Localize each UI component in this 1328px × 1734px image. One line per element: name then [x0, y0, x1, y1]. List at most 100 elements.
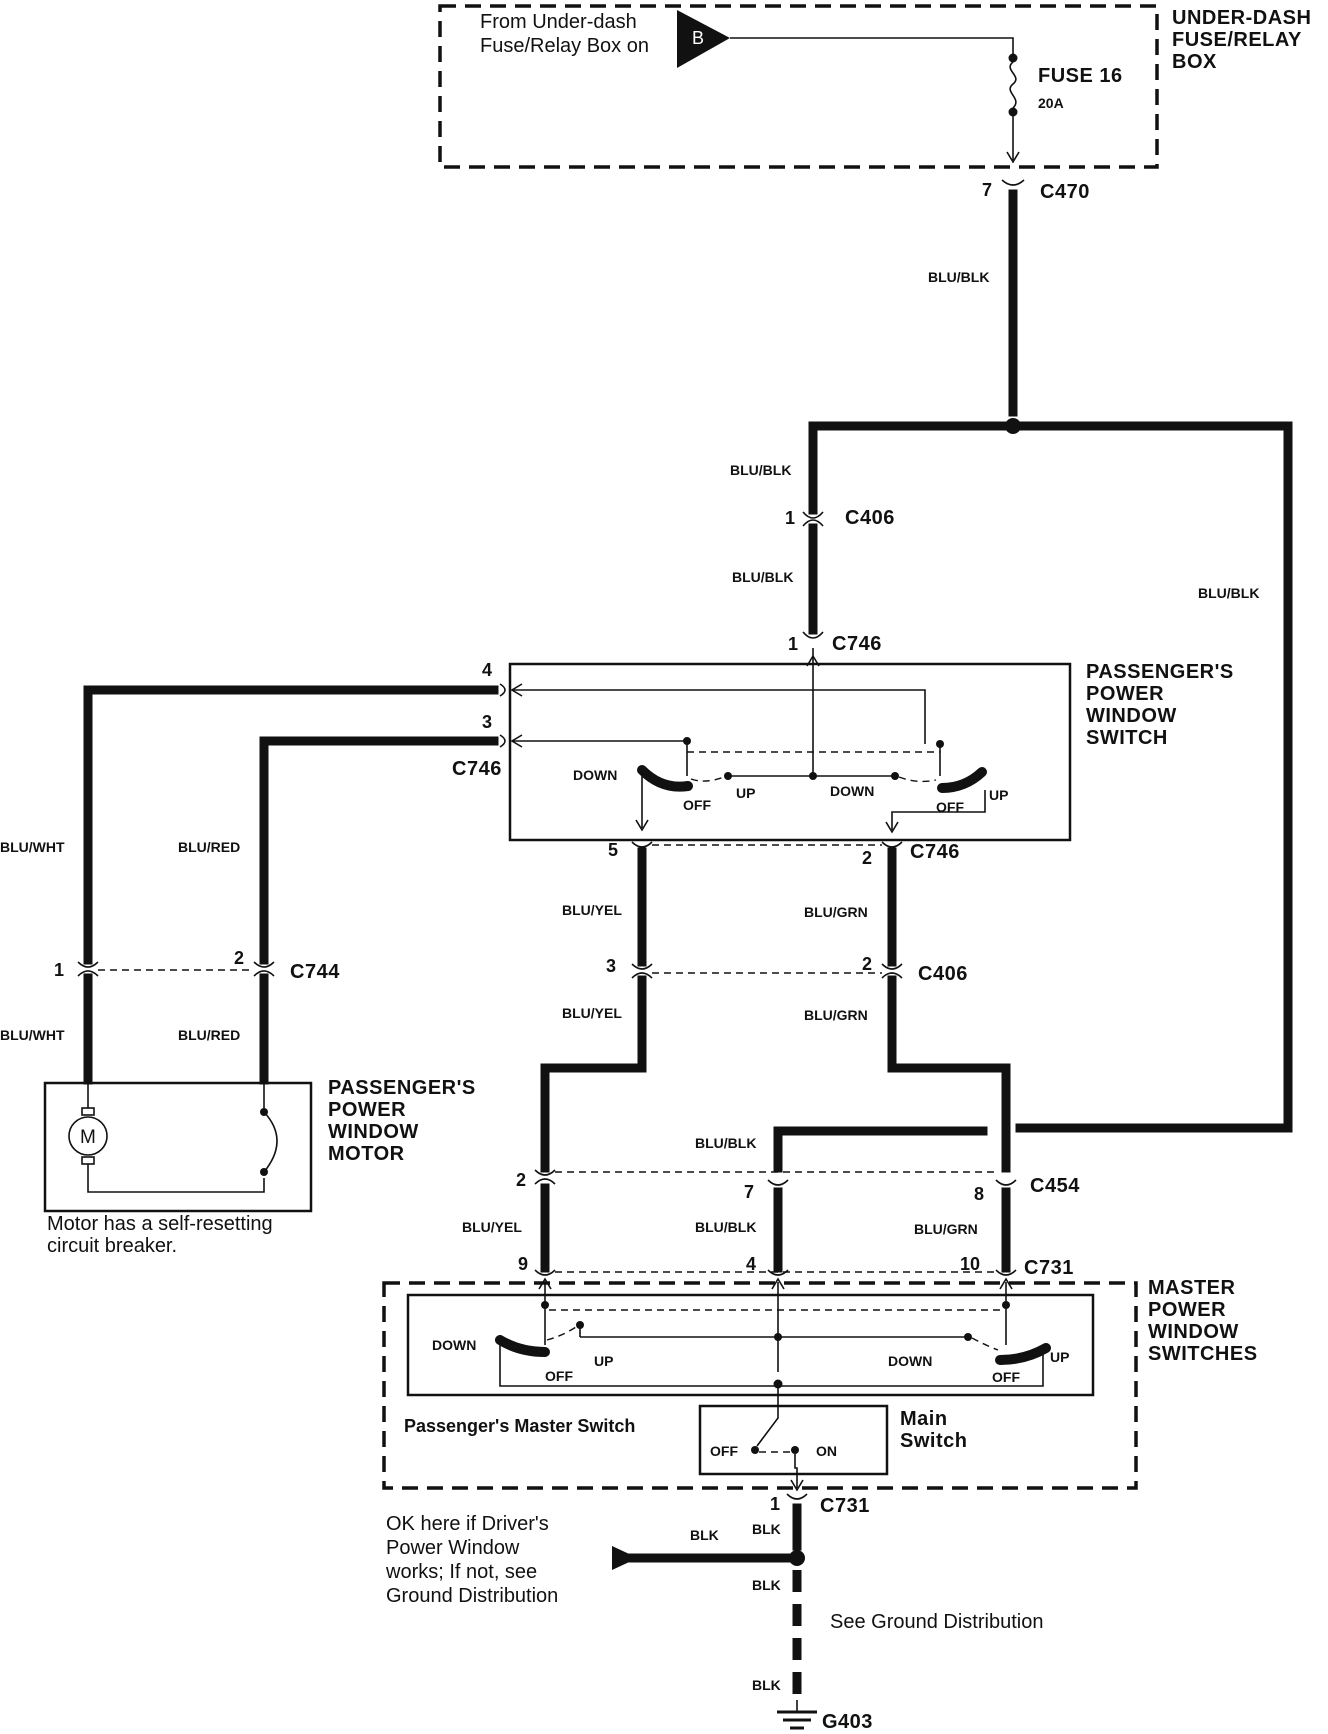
- passenger-switch-title-2: POWER: [1086, 683, 1164, 705]
- master-bus-node: [774, 1333, 782, 1341]
- wire-blu-grn-2: [887, 975, 1011, 1173]
- wire-label-blu-wht-2: BLU/WHT: [0, 1027, 65, 1043]
- switch-feed-arrow-icon: [806, 654, 820, 667]
- c744-pin2-connector-icon: [253, 961, 275, 968]
- wire-label-blk-branch: BLK: [690, 1527, 719, 1543]
- switch-right-output-arrow-icon: [885, 821, 899, 834]
- wire-label-blu-blk-loop: BLU/BLK: [1198, 585, 1259, 601]
- main-switch-title-2: Switch: [900, 1430, 967, 1452]
- c454-pin8-connector-icon: [995, 1179, 1017, 1186]
- switch-left-down-label: DOWN: [573, 767, 617, 783]
- main-switch-outline: [698, 1404, 889, 1476]
- motor-wires: 4 3 C746 BLU/WHT BLU/RED 1 2 C744 BLU/WH…: [0, 660, 506, 1085]
- breaker-bottom-node: [260, 1168, 268, 1176]
- master-common-return: [499, 1340, 1044, 1387]
- c454-pin2-connector-icon: [534, 1169, 556, 1176]
- wire-label-blu-grn-2: BLU/GRN: [804, 1007, 868, 1023]
- motor-title-2: POWER: [328, 1099, 406, 1121]
- c746-pin3-connector-icon: [499, 734, 506, 748]
- switch-left-off-label: OFF: [683, 797, 711, 813]
- c454-pin-7: 7: [744, 1182, 754, 1202]
- switch-left-off-travel: [690, 776, 725, 782]
- circuit-breaker-icon: [263, 1111, 278, 1173]
- c744-pin-2: 2: [234, 948, 244, 968]
- c746-pin2-connector-icon: [881, 841, 903, 848]
- wire-label-blu-blk-3: BLU/BLK: [732, 569, 793, 585]
- motor-brush-top-icon: [81, 1107, 95, 1116]
- c406-pin2-connector-icon: [881, 963, 903, 970]
- fuse-box-title-1: UNDER-DASH: [1172, 7, 1311, 29]
- c406-pin-3: 3: [606, 956, 616, 976]
- c746-label-left: C746: [452, 758, 502, 780]
- c406-pin2-connector-icon-b: [881, 972, 903, 979]
- fuse-top-node: [1008, 53, 1018, 63]
- master-left-lever-icon: [495, 1335, 550, 1357]
- master-pin9-arrow-icon: [538, 1277, 552, 1290]
- master-right-off-label: OFF: [992, 1369, 1020, 1385]
- motor-return-line: [87, 1164, 265, 1193]
- master-left-off-label: OFF: [545, 1368, 573, 1384]
- fuse-out-arrow-icon: [1006, 151, 1020, 164]
- c406-pin-2: 2: [862, 954, 872, 974]
- c406-pin3-connector-icon-b: [631, 972, 653, 979]
- passenger-switch-outline: [508, 662, 1072, 842]
- master-title-4: SWITCHES: [1148, 1343, 1258, 1365]
- passenger-master-switch-outline: [406, 1293, 1095, 1397]
- passenger-switch-title-4: SWITCH: [1086, 727, 1168, 749]
- master-left-up-label: UP: [594, 1353, 613, 1369]
- ground-note-1: OK here if Driver's: [386, 1513, 549, 1535]
- wire-label-blu-wht-1: BLU/WHT: [0, 839, 65, 855]
- master-right-down-label: DOWN: [888, 1353, 932, 1369]
- wire-blu-blk-to-c406: [808, 421, 1018, 515]
- ground-section: 1 C731 BLK BLK BLK BLK G403 OK here if D…: [385, 1479, 1043, 1733]
- see-ground-distribution: See Ground Distribution: [830, 1611, 1043, 1633]
- main-switch-off-label: OFF: [710, 1443, 738, 1459]
- motor-symbol: M: [80, 1127, 96, 1148]
- c731-pin-9: 9: [518, 1254, 528, 1274]
- c406-label-lower: C406: [918, 963, 968, 985]
- wire-label-blk-3: BLK: [752, 1677, 781, 1693]
- fuse-name: FUSE 16: [1038, 65, 1123, 87]
- fuse-box-source-text-1: From Under-dash: [480, 11, 637, 33]
- switch-up-contact-left: [724, 772, 732, 780]
- passenger-window-motor: M PASSENGER'S POWER WINDOW MOTOR Motor h…: [43, 1077, 475, 1257]
- wire-blu-wht-upper: [83, 685, 499, 965]
- c454-pin-2: 2: [516, 1170, 526, 1190]
- c746-pin4-connector-icon: [499, 683, 506, 697]
- switch-left-lever-icon: [637, 765, 693, 792]
- fuse-rating: 20A: [1038, 95, 1064, 111]
- c744-pin1-connector-icon-b: [77, 970, 99, 977]
- c746-label-top: C746: [832, 633, 882, 655]
- fuse-feed-wire: [730, 37, 1014, 58]
- master-title-3: WINDOW: [1148, 1321, 1239, 1343]
- master-left-up-contact: [576, 1321, 584, 1329]
- c406-pin-1: 1: [785, 508, 795, 528]
- motor-title-3: WINDOW: [328, 1121, 419, 1143]
- wire-label-blu-yel-3: BLU/YEL: [462, 1219, 522, 1235]
- passenger-switch-title-3: WINDOW: [1086, 705, 1177, 727]
- c406-pin3-connector-icon: [631, 963, 653, 970]
- main-switch-output: [794, 1454, 798, 1488]
- switch-to-master-wires: 5 2 C746 BLU/YEL BLU/GRN 3 2 C406 BLU/YE…: [462, 840, 1080, 1279]
- main-switch-blade-icon: [756, 1384, 779, 1447]
- c406-c746-upper: 1 C406 BLU/BLK 1 C746: [732, 507, 894, 655]
- switch-node-a: [683, 737, 691, 745]
- master-right-lever-icon: [995, 1343, 1051, 1365]
- switch-line-pin4: [513, 689, 926, 744]
- fuse-box-source-text-2: Fuse/Relay Box on: [480, 35, 649, 57]
- c470-feed: 7 C470 BLU/BLK BLU/BLK BLU/BLK: [730, 179, 1293, 1133]
- c731-ground-arrow-icon: [790, 1479, 804, 1492]
- wire-label-blu-yel-2: BLU/YEL: [562, 1005, 622, 1021]
- switch-right-lever-icon: [937, 767, 987, 793]
- master-pin10-arrow-icon: [999, 1277, 1013, 1290]
- master-outline: [382, 1281, 1138, 1490]
- ground-icon: [777, 1710, 817, 1730]
- c746-pin-4: 4: [482, 660, 492, 680]
- c746-pin-1: 1: [788, 634, 798, 654]
- switch-pin3-arrow-icon: [510, 734, 523, 748]
- wire-label-blu-red-2: BLU/RED: [178, 1027, 240, 1043]
- c731-pin10-connector-icon: [995, 1269, 1017, 1276]
- motor-icon: [68, 1116, 108, 1156]
- c731-label-top: C731: [1024, 1257, 1074, 1279]
